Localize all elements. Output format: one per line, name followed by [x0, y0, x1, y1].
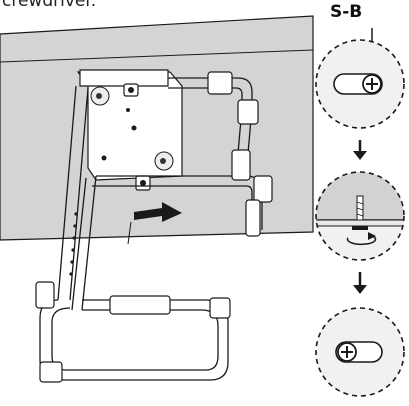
- elbow-joints: [35, 71, 273, 383]
- height-adjust-holes: [69, 212, 78, 276]
- step-1-keyhole-wide: [315, 28, 405, 129]
- rotate-arrow-icon: [346, 232, 377, 246]
- down-arrow-icon: [353, 140, 367, 160]
- caption-fragment: crewdriver.: [2, 0, 97, 11]
- phillips-screw-icon: [362, 74, 382, 94]
- down-arrow-icon: [353, 272, 367, 294]
- callout-label-s-b: S-B: [330, 2, 363, 22]
- step-3-keyhole-narrow: [315, 307, 405, 397]
- plate-screw-icon: [90, 86, 174, 171]
- right-arrow-icon: [127, 202, 182, 245]
- phillips-screw-icon: [337, 342, 357, 362]
- step-2-side-view: [315, 171, 405, 261]
